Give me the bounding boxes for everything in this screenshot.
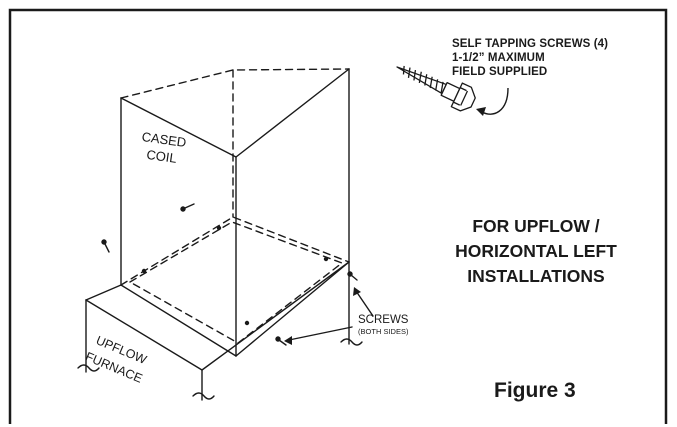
screws-main-label: SCREWS [358, 314, 409, 326]
screw-note-arrow [481, 87, 509, 115]
upflow-furnace-box [77, 261, 363, 401]
installation-title: FOR UPFLOW / HORIZONTAL LEFT INSTALLATIO… [404, 214, 668, 289]
screw-note-arrowhead [476, 107, 486, 116]
self-tapping-screw-icon [396, 65, 476, 112]
cased-coil-label: CASED COIL [138, 128, 187, 168]
seam-screw-holes [141, 225, 329, 326]
installation-line-2: HORIZONTAL LEFT [455, 241, 617, 261]
figure-number: Figure 3 [494, 379, 576, 402]
screw-spec-note: SELF TAPPING SCREWS (4) 1-1/2” MAXIMUM F… [452, 37, 608, 79]
installation-line-1: FOR UPFLOW / [472, 216, 600, 236]
screws-sub-label: (BOTH SIDES) [358, 327, 409, 336]
screw-spec-line-2: 1-1/2” MAXIMUM [452, 52, 545, 64]
installation-line-3: INSTALLATIONS [467, 266, 605, 286]
screw-spec-line-1: SELF TAPPING SCREWS (4) [452, 38, 609, 50]
screws-label: SCREWS (BOTH SIDES) [358, 314, 408, 336]
screws-arrowheads [284, 287, 361, 345]
hidden-edges [120, 68, 350, 344]
cased-coil-box [120, 68, 350, 357]
figure-frame [8, 8, 668, 424]
loose-screws [101, 203, 358, 346]
screw-spec-line-3: FIELD SUPPLIED [452, 66, 548, 78]
screws-arrows [288, 290, 374, 341]
